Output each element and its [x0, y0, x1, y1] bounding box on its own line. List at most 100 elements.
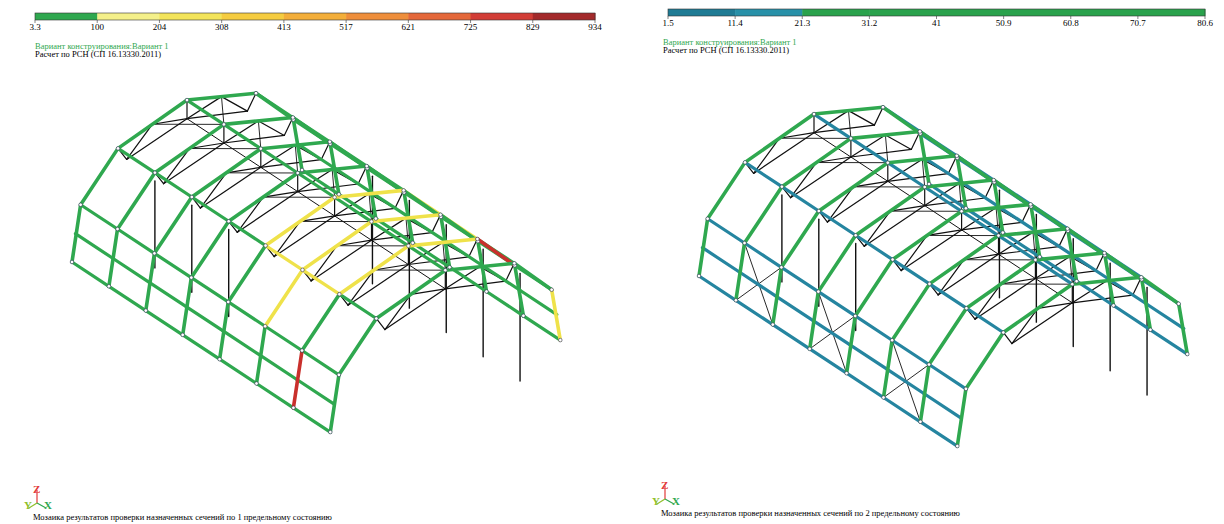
joint-node — [338, 292, 342, 296]
scale-segment — [222, 13, 285, 20]
joint-node — [296, 171, 300, 175]
arch-member — [191, 221, 228, 277]
joint-node — [254, 91, 258, 95]
truss-member — [754, 138, 780, 173]
longitudinal-member — [487, 292, 524, 316]
joint-node — [144, 309, 148, 313]
truss-member — [127, 119, 187, 160]
roof-brace — [780, 138, 851, 139]
joint-node — [964, 207, 968, 211]
scale-segment — [471, 13, 534, 20]
arch-member — [782, 138, 851, 186]
roof-brace — [927, 235, 998, 236]
scale-segment — [1071, 9, 1139, 16]
joint-node — [1140, 275, 1144, 279]
joint-node — [743, 241, 747, 245]
arch-member — [814, 107, 883, 114]
joint-node — [181, 333, 185, 337]
scale-segment — [97, 13, 160, 20]
joint-node — [365, 164, 369, 168]
truss-member — [200, 173, 226, 208]
roof-brace — [189, 148, 260, 149]
joint-node — [328, 140, 332, 144]
joint-node — [743, 161, 747, 165]
joint-node — [255, 382, 259, 386]
roof-brace — [258, 121, 260, 149]
joint-node — [1038, 255, 1042, 259]
longitudinal-member — [303, 270, 340, 294]
joint-node — [402, 189, 406, 193]
note-text: Расчет по РСН (СП 16.13330.2011) — [35, 50, 161, 59]
longitudinal-member — [266, 246, 303, 270]
longitudinal-member — [930, 284, 967, 308]
axis-letter: X — [672, 496, 680, 507]
scale-value: 41 — [932, 19, 941, 28]
joint-node — [780, 266, 784, 270]
scale-segment — [408, 13, 471, 20]
arch-member — [957, 156, 994, 182]
longitudinal-member — [229, 221, 266, 245]
longitudinal-member — [109, 286, 146, 310]
truss-member — [813, 114, 814, 133]
arch-member — [367, 166, 404, 192]
axis-letter: Y — [652, 496, 660, 507]
joint-node — [292, 406, 296, 410]
truss-member — [311, 246, 337, 281]
arch-member — [855, 260, 892, 316]
truss-member — [1003, 332, 1012, 343]
arch-member — [1179, 304, 1188, 354]
longitudinal-member — [745, 162, 782, 186]
arch-member — [966, 260, 1035, 308]
longitudinal-member — [261, 149, 298, 173]
arch-member — [888, 156, 957, 163]
joint-node — [1186, 352, 1190, 356]
longitudinal-member — [925, 187, 962, 211]
joint-node — [337, 373, 341, 377]
arch-member — [745, 114, 814, 162]
arch-member — [330, 142, 367, 168]
wall-girt — [887, 369, 924, 393]
joint-node — [439, 213, 443, 217]
joint-node — [927, 182, 931, 186]
arch-member — [847, 316, 856, 373]
arch-member — [187, 93, 256, 100]
arch-member — [699, 219, 708, 276]
truss-member — [311, 240, 371, 281]
longitudinal-member — [1035, 260, 1072, 284]
longitudinal-member — [81, 205, 118, 229]
wall-girt — [924, 394, 961, 418]
arch-member — [966, 332, 1003, 388]
arch-member — [118, 173, 155, 229]
truss-member — [1035, 260, 1036, 279]
arch-member — [192, 149, 261, 197]
arch-member — [261, 142, 330, 149]
longitudinal-member — [781, 267, 818, 291]
truss-member — [901, 235, 927, 270]
scale-segment — [869, 9, 937, 16]
joint-node — [881, 105, 885, 109]
arch-member — [925, 180, 994, 187]
longitudinal-member — [224, 124, 261, 148]
arch-member — [962, 204, 1031, 211]
longitudinal-member — [745, 243, 782, 267]
joint-node — [329, 430, 333, 434]
joint-node — [771, 323, 775, 327]
arch-member — [298, 166, 367, 173]
longitudinal-member — [191, 278, 228, 302]
joint-node — [444, 268, 448, 272]
arch-member — [1104, 253, 1141, 279]
scale-segment — [533, 13, 596, 20]
truss-member — [274, 221, 300, 256]
longitudinal-member — [851, 138, 888, 162]
truss-member — [1072, 284, 1073, 303]
joint-node — [485, 290, 489, 294]
arch-member — [257, 326, 266, 383]
longitudinal-member — [372, 222, 409, 246]
truss-member — [348, 270, 374, 305]
arch-member — [109, 229, 118, 286]
joint-node — [992, 178, 996, 182]
arch-member — [515, 265, 524, 315]
wall-brace — [884, 365, 930, 398]
joint-node — [375, 317, 379, 321]
arch-member — [330, 375, 339, 432]
